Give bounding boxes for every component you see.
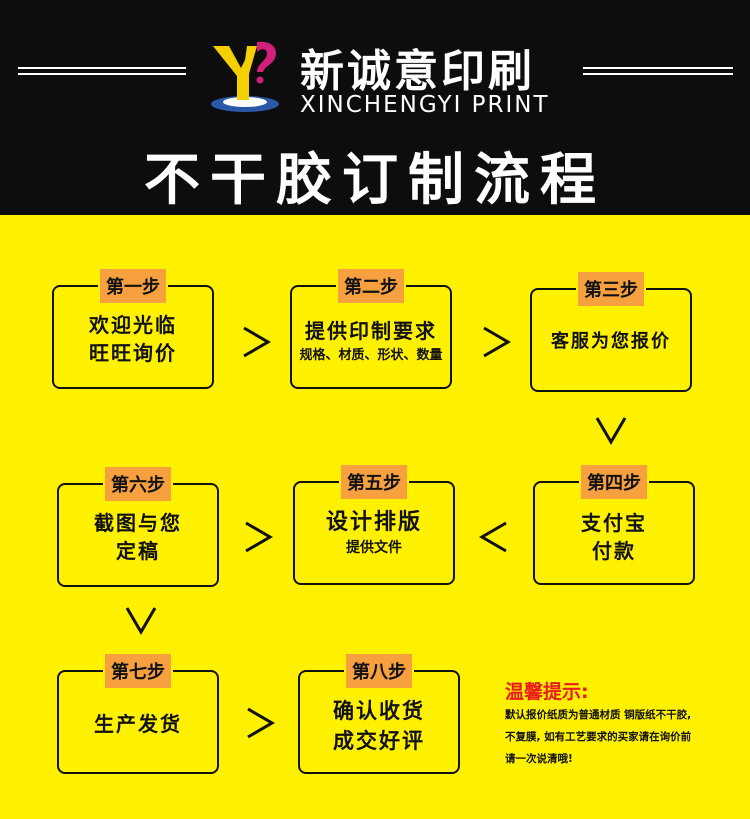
step-4-line-1: 支付宝 — [581, 511, 647, 535]
right-divider — [583, 67, 733, 75]
step-badge: 第二步 — [338, 269, 404, 303]
arrow-down-icon — [124, 602, 158, 636]
step-2-line-1: 提供印制要求 — [305, 319, 437, 343]
step-badge: 第七步 — [105, 654, 171, 688]
tip-title: 温馨提示: — [505, 681, 589, 703]
logo-icon — [211, 41, 279, 112]
step-6-line-2: 定稿 — [116, 539, 160, 563]
step-4-line-2: 付款 — [592, 539, 636, 563]
step-5-card: 第五步 设计排版 提供文件 — [293, 465, 455, 585]
brand-name-cn: 新诚意印刷 — [300, 46, 535, 97]
brand-logo — [205, 38, 285, 118]
tip-line-2: 不复膜, 如有工艺要求的买家请在询价前 — [505, 731, 692, 743]
step-8-line-2: 成交好评 — [333, 729, 425, 753]
header-banner: 新诚意印刷 XINCHENGYI PRINT 不干胶订制流程 — [0, 0, 750, 215]
step-7-line-1: 生产发货 — [94, 712, 182, 736]
tip-line-1: 默认报价纸质为普通材质 铜版纸不干胶, — [505, 709, 692, 721]
step-badge: 第一步 — [100, 269, 166, 303]
left-divider — [18, 67, 186, 75]
step-badge: 第六步 — [105, 467, 171, 501]
step-3-line-1: 客服为您报价 — [551, 331, 671, 352]
step-4-card: 第四步 支付宝 付款 — [533, 465, 695, 585]
step-badge: 第四步 — [581, 465, 647, 499]
step-5-line-2: 提供文件 — [346, 540, 402, 556]
step-2-card: 第二步 提供印制要求 规格、材质、形状、数量 — [290, 269, 452, 389]
step-1-card: 第一步 欢迎光临 旺旺询价 — [52, 269, 214, 389]
step-2-line-2: 规格、材质、形状、数量 — [299, 348, 443, 363]
step-7-card: 第七步 生产发货 — [57, 654, 219, 774]
arrow-right-icon — [242, 706, 276, 740]
arrow-left-icon — [478, 520, 512, 554]
arrow-right-icon — [240, 520, 274, 554]
step-5-line-1: 设计排版 — [325, 510, 422, 535]
arrow-down-icon — [594, 412, 628, 446]
step-8-card: 第八步 确认收货 成交好评 — [298, 654, 460, 774]
step-6-card: 第六步 截图与您 定稿 — [57, 467, 219, 587]
step-1-line-2: 旺旺询价 — [89, 341, 177, 365]
step-badge: 第八步 — [346, 654, 412, 688]
brand-name-en: XINCHENGYI PRINT — [300, 92, 550, 118]
step-badge: 第五步 — [341, 465, 407, 499]
step-1-line-1: 欢迎光临 — [89, 313, 177, 337]
step-8-line-1: 确认收货 — [333, 699, 425, 723]
arrow-right-icon — [238, 325, 272, 359]
arrow-right-icon — [478, 325, 512, 359]
page-title: 不干胶订制流程 — [144, 148, 606, 213]
step-badge: 第三步 — [578, 272, 644, 306]
tip-line-3: 请一次说清哦! — [505, 753, 573, 765]
step-6-line-1: 截图与您 — [94, 511, 182, 535]
step-3-card: 第三步 客服为您报价 — [530, 272, 692, 392]
